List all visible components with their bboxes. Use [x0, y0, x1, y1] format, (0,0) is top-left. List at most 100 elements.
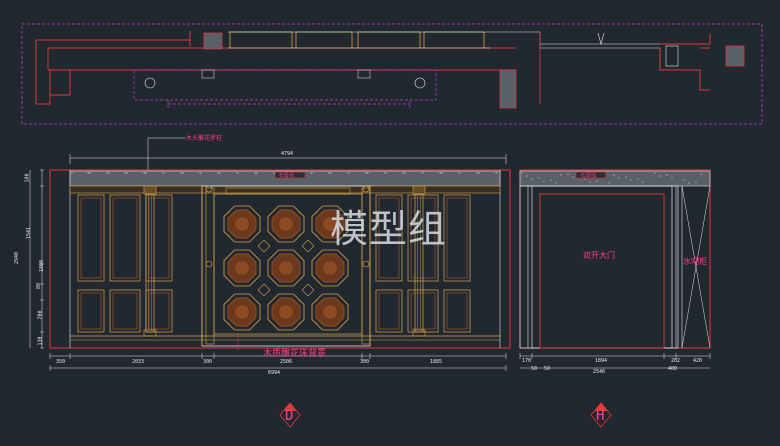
stone-speck	[217, 172, 219, 174]
octagon-carving-outer	[311, 293, 349, 331]
stone-band-label-d: 石膏线	[279, 173, 295, 179]
stone-speck	[659, 175, 661, 177]
post-rosette	[362, 260, 370, 268]
center-post-right	[361, 187, 371, 345]
dim-bottom-d-part: 350	[56, 359, 66, 365]
right-column-shaft	[414, 193, 424, 333]
stone-speck	[642, 181, 644, 183]
left-panels-lower-inner	[112, 292, 138, 330]
door-surround	[519, 185, 679, 349]
octagon-carving-outer	[311, 249, 349, 287]
left-panels-lower-panel	[145, 289, 173, 333]
post-rosette	[205, 260, 213, 268]
column-label: 木头雕花罗柱	[186, 135, 223, 142]
stone-speck	[596, 180, 598, 182]
left-panels-lower-panel	[77, 289, 105, 333]
octagon-rosette	[235, 261, 249, 275]
section-marker-icon	[279, 402, 301, 428]
dim-bottom-d-part: 300	[203, 359, 213, 365]
octagon-rosette	[323, 305, 337, 319]
stone-label-box-h	[575, 171, 607, 179]
double-door	[539, 193, 665, 349]
watermark: 模型组	[330, 207, 448, 251]
dim-bottom-h-part: 420	[693, 358, 703, 364]
cabinet-label: 水吧柜	[683, 257, 707, 266]
dim-top-total: 4794	[281, 151, 294, 157]
left-panels-upper-inner	[148, 197, 170, 279]
octagon-rosette	[235, 305, 249, 319]
left-column-shaft	[145, 193, 155, 333]
center-top-rail	[225, 187, 351, 195]
stone-speck	[124, 172, 126, 174]
section-marker-arrow	[284, 403, 296, 411]
stone-speck	[654, 172, 656, 174]
door-casing	[531, 185, 673, 349]
dim-bottom-h-total: 2546	[593, 369, 606, 375]
dim-bottom-d-part: 2506	[280, 359, 293, 365]
stone-speck	[180, 172, 182, 174]
plan-door-mark	[597, 32, 605, 46]
left-panels-upper-panel	[77, 194, 105, 282]
stone-speck	[695, 181, 697, 183]
plan-wall-outline	[659, 34, 711, 91]
octagon-carving-outer	[267, 293, 305, 331]
plan-bed-dashed	[133, 69, 437, 101]
dim-bottom-d-part: 1885	[430, 359, 443, 365]
stone-speck	[683, 179, 685, 181]
octagon-carving-outer	[267, 205, 305, 243]
plan-wall-line	[490, 31, 661, 70]
stone-speck	[273, 172, 275, 174]
left-panels-lower-inner	[80, 292, 102, 330]
stone-speck	[458, 172, 460, 174]
stone-speck	[550, 179, 552, 181]
octagon-carving-outer	[311, 205, 349, 243]
plan-hatch-pier	[725, 45, 745, 67]
stone-speck	[572, 176, 574, 178]
stone-speck	[688, 182, 690, 184]
octagon-rosette	[279, 305, 293, 319]
dim-bottom-d-part: 300	[360, 359, 370, 365]
view-marker-h: H	[596, 408, 605, 424]
stone-speck	[618, 177, 620, 179]
right-panels-lower-inner	[378, 292, 400, 330]
octagon-rosette	[323, 217, 337, 231]
left-panels-lower-panel	[109, 289, 141, 333]
stone-speck	[567, 173, 569, 175]
stone-speck	[584, 178, 586, 180]
dim-left-part: 180	[24, 173, 31, 183]
plan-lamp-circle	[414, 77, 426, 89]
right-panels-upper-inner	[378, 197, 400, 279]
plan-boundary-dashed	[21, 23, 763, 125]
right-panels-upper-panel	[375, 194, 403, 282]
stone-band-label-h: 石膏线	[581, 173, 597, 179]
plan-socket	[357, 69, 371, 79]
dim-left-part: 1541	[26, 226, 33, 240]
stone-speck	[521, 172, 523, 174]
octagon-rosette	[323, 261, 337, 275]
stone-speck	[543, 180, 545, 182]
left-panels-upper-panel	[109, 194, 141, 282]
diamond-inlay	[301, 239, 315, 253]
plan-hatch-pier	[203, 32, 223, 50]
stone-speck	[666, 174, 668, 176]
view-marker-d: D	[285, 408, 294, 424]
stone-speck	[310, 172, 312, 174]
stone-label-box-d	[274, 171, 306, 179]
post-rosette	[205, 185, 213, 193]
stone-speck	[589, 181, 591, 183]
dim-bottom-h-sub: 50	[531, 366, 538, 372]
stone-speck	[476, 172, 478, 174]
dim-left-part: 1800	[39, 259, 46, 273]
stone-speck	[384, 172, 386, 174]
stone-speck	[347, 172, 349, 174]
dim-bottom-total: 6994	[268, 370, 281, 376]
center-post-left	[205, 187, 215, 345]
section-marker-arrow	[595, 403, 607, 411]
stone-speck	[106, 172, 108, 174]
right-panels-upper-inner	[446, 197, 468, 279]
stone-speck	[421, 172, 423, 174]
stone-speck	[87, 172, 89, 174]
dim-bottom-h-part: 170	[522, 358, 532, 364]
dim-bottom-h-sub: 50	[544, 366, 551, 372]
stone-speck	[625, 176, 627, 178]
